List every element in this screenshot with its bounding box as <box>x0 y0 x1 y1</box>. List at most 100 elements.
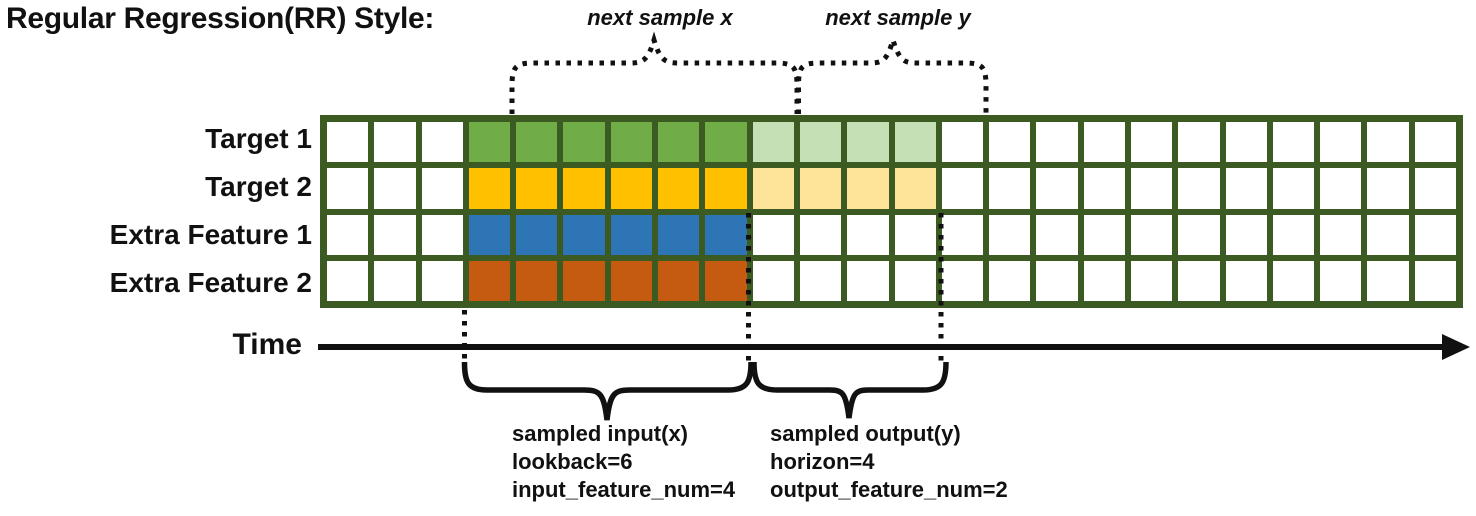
grid-cell <box>1367 168 1409 209</box>
grid-cell <box>894 122 936 163</box>
grid-cell <box>658 168 700 209</box>
caption-line-output-3: output_feature_num=2 <box>770 477 1008 502</box>
sample-grid <box>320 115 1463 308</box>
grid-cell <box>374 214 416 255</box>
grid-cell <box>1414 168 1456 209</box>
grid-cell <box>610 122 653 163</box>
diagram-title: Regular Regression(RR) Style: <box>6 2 435 35</box>
grid-cell <box>1083 122 1125 163</box>
next-sample-y-brace <box>796 31 989 114</box>
grid-cell <box>705 214 747 255</box>
grid-cell <box>705 122 747 163</box>
grid-cell <box>1225 214 1267 255</box>
grid-cell <box>1414 260 1456 301</box>
grid-cell <box>1320 168 1362 209</box>
row-label-extra-feature-2: Extra Feature 2 <box>109 267 312 298</box>
grid-cell <box>421 168 463 209</box>
next-sample-x-label: next sample x <box>587 5 733 30</box>
grid-cell <box>1367 122 1409 163</box>
grid-cell <box>610 260 653 301</box>
grid-cell <box>1272 168 1315 209</box>
grid-cell <box>1083 260 1125 301</box>
grid-cell <box>1272 260 1315 301</box>
grid-cell <box>658 260 700 301</box>
grid-cell <box>1036 260 1078 301</box>
grid-cell <box>421 214 463 255</box>
grid-cell <box>1083 214 1125 255</box>
next-sample-x-brace <box>509 31 800 114</box>
grid-cell <box>941 168 984 209</box>
time-arrow-head <box>1442 334 1470 360</box>
grid-cell <box>1036 168 1078 209</box>
grid-cell <box>421 122 463 163</box>
row-label-extra-feature-1: Extra Feature 1 <box>109 219 312 250</box>
grid-cell <box>1130 122 1173 163</box>
grid-cell <box>1320 122 1362 163</box>
grid-cell <box>516 214 558 255</box>
grid-cell <box>1320 260 1362 301</box>
grid-cell <box>563 122 605 163</box>
grid-cell <box>563 214 605 255</box>
grid-cell <box>1414 214 1456 255</box>
caption-line-output-1: sampled output(y) <box>770 421 961 446</box>
grid-cell <box>1272 122 1315 163</box>
grid-cell <box>847 260 889 301</box>
grid-cell <box>1272 214 1315 255</box>
grid-cell <box>327 168 369 209</box>
grid-cell <box>799 168 842 209</box>
grid-cell <box>421 260 463 301</box>
grid-cell <box>894 260 936 301</box>
grid-cell <box>1320 214 1362 255</box>
grid-cell <box>374 260 416 301</box>
grid-cell <box>941 122 984 163</box>
grid-cell <box>1367 214 1409 255</box>
grid-cell <box>468 168 511 209</box>
grid-cell <box>1036 214 1078 255</box>
grid-cell <box>705 260 747 301</box>
input-underbrace <box>461 361 754 421</box>
grid-cell <box>1225 260 1267 301</box>
grid-cell <box>1178 168 1220 209</box>
grid-cell <box>610 214 653 255</box>
grid-cell <box>327 260 369 301</box>
grid-cell <box>468 260 511 301</box>
grid-cell <box>847 168 889 209</box>
grid-cell <box>1130 260 1173 301</box>
grid-cell <box>1225 122 1267 163</box>
grid-cell <box>989 260 1031 301</box>
grid-cell <box>752 260 794 301</box>
grid-cell <box>752 122 794 163</box>
grid-cell <box>563 260 605 301</box>
grid-cell <box>658 122 700 163</box>
grid-cell <box>1367 260 1409 301</box>
grid-cell <box>610 168 653 209</box>
grid-cell <box>658 214 700 255</box>
grid-cell <box>1225 168 1267 209</box>
grid-cell <box>989 168 1031 209</box>
grid-cell <box>752 168 794 209</box>
grid-cell <box>327 122 369 163</box>
grid-cell <box>1178 214 1220 255</box>
caption-line-input-1: sampled input(x) <box>512 421 689 446</box>
grid-cell <box>847 122 889 163</box>
grid-cell <box>1083 168 1125 209</box>
grid-cell <box>1178 260 1220 301</box>
grid-cell <box>847 214 889 255</box>
grid-cell <box>752 214 794 255</box>
grid-cell <box>989 214 1031 255</box>
grid-cell <box>516 168 558 209</box>
grid-cell <box>1414 122 1456 163</box>
sampled-output-caption: sampled output(y) horizon=4 output_featu… <box>770 420 1008 504</box>
caption-line-input-2: lookback=6 <box>512 449 633 474</box>
sampled-input-caption: sampled input(x) lookback=6 input_featur… <box>512 420 735 504</box>
grid-cell <box>374 168 416 209</box>
grid-cell <box>516 122 558 163</box>
grid-cell <box>1130 214 1173 255</box>
grid-cell <box>989 122 1031 163</box>
grid-cell <box>799 122 842 163</box>
caption-line-input-3: input_feature_num=4 <box>512 477 736 502</box>
time-label: Time <box>232 328 302 361</box>
grid-cell <box>374 122 416 163</box>
grid-cell <box>327 214 369 255</box>
grid-cell <box>941 214 984 255</box>
